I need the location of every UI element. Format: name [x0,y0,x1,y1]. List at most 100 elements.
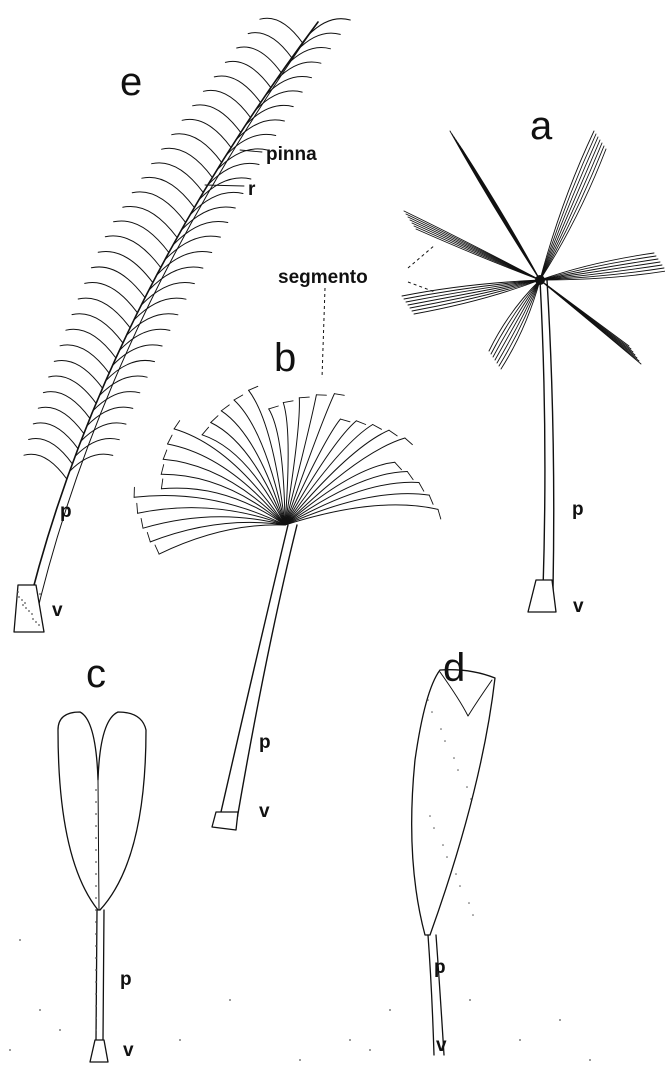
leaf-d-texture-dot [470,798,472,800]
leaf-c-spine [95,933,97,935]
leaf-e-sheath-dot [18,596,20,598]
leaf-e-pinnate [14,18,350,632]
leaf-c-sheath [90,1040,108,1062]
leaf-b-sheath [212,812,238,830]
leaf-b-segment-tip [299,397,309,398]
panel-letter-d: d [443,648,465,688]
leaf-b-segment-tip [283,401,293,403]
leaf-e-sheath-dot [32,618,34,620]
leaf-c-spine [95,1005,97,1007]
panel-letter-c: c [86,654,106,694]
stipple-dot [179,1039,181,1041]
leaf-e-sheath-dot [39,593,41,595]
leaf-e-pinna [214,76,260,103]
leaf-c-spine [95,981,97,983]
leaf-b-petiole [218,525,288,825]
leaf-d-texture-dot [440,728,442,730]
leaf-a-segment-fold [412,223,540,280]
stipple-dot [19,939,21,941]
leaf-d-texture-dot [455,873,457,875]
segmento-leader-upper [408,245,435,268]
label-petiole-b: p [259,733,271,752]
label-pinna: pinna [266,145,317,164]
leaf-e-pinna [141,283,194,306]
leaf-e-pinna [38,407,84,433]
stipple-dot [299,1059,301,1061]
stipple-dot [559,1019,561,1021]
leaf-e-pinna [248,33,292,58]
leaf-a-petiole [540,280,545,590]
label-petiole-a: p [572,500,584,519]
leaf-e-pinna [70,454,113,471]
panel-letter-a: a [530,106,552,146]
leaf-e-sheath-dot [17,591,19,593]
leaf-c-spine [95,837,97,839]
leaf-a-segment-fold [540,143,602,280]
leaf-b-segment-tip [211,416,218,423]
leaf-d-texture-dot [446,856,448,858]
leaf-b-segment-tip [419,483,424,492]
leaf-e-sheath-dot [38,624,40,626]
leaf-e-rachis-edge [34,22,318,625]
leaf-c-spine [95,861,97,863]
leaf-d-texture-dot [468,902,470,904]
leaf-e-sheath-dot [24,602,26,604]
leaf-e-pinna [162,148,213,177]
leaf-b-segment [168,444,286,525]
leaf-e-pinna [29,439,73,464]
segmento-leader-b [322,288,325,378]
leaf-b-segment [285,494,429,525]
panel-letter-b: b [274,338,296,378]
leaf-b-segment-tip [269,406,279,409]
leaf-c-spine [95,813,97,815]
leaf-d-texture-dot [459,885,461,887]
leaf-b-segment [285,395,316,525]
leaf-c-spine [95,825,97,827]
leaf-b-segment-tip [137,503,138,513]
leaf-a-segment-fold [540,280,641,364]
leaf-e-pinna [43,392,90,419]
leaf-e-pinna [98,251,153,282]
leaf-b-segment-tip [405,438,413,445]
leaf-b-segment-tip [389,430,397,436]
leaf-b-segment-tip [340,419,350,422]
leaf-d-texture-dot [444,740,446,742]
leaf-b-segment-tip [249,386,258,390]
label-petiole-e: p [60,502,72,521]
leaf-e-pinna [127,314,178,336]
leaf-d-texture-dot [466,786,468,788]
leaf-c-spine [95,849,97,851]
leaf-b-segment-tip [161,479,162,489]
label-petiole-c: p [120,970,132,989]
leaf-d-texture-dot [431,711,433,713]
leaf-b-segment-tip [395,462,402,469]
leaf-b-segment-tip [234,395,243,400]
leaf-e-pinna [182,119,231,147]
leaf-c-spine [95,909,97,911]
leaf-a-segment-fold [406,280,540,302]
leaf-a-segment-fold [540,137,598,280]
label-sheath-a: v [573,597,584,616]
leaf-b-segment-tip [161,465,164,475]
leaf-e-pinna [225,61,270,87]
stipple-dot [39,1009,41,1011]
leaf-b-segment-tip [429,495,433,504]
leaf-d-texture-dot [429,815,431,817]
leaf-b-segment-tip [202,427,209,435]
leaf-e-sheath-dot [25,607,27,609]
leaf-d-blade [412,670,495,935]
stipple-dot [9,1049,11,1051]
leaf-e-sheath-dot [21,599,23,601]
leaf-a-segment-fold [540,259,658,280]
leaf-b-segment-tip [155,545,159,554]
leaf-e-pinna [237,47,282,73]
leaf-a-sheath [528,580,556,612]
leaf-c-spine [95,897,97,899]
label-petiole-d: p [434,958,446,977]
leaf-c-spine [95,969,97,971]
leaf-b-segment-tip [334,394,344,396]
leaf-c-petiole [96,910,97,1040]
leaf-e-sheath-dot [28,610,30,612]
label-sheath-b: v [259,802,270,821]
